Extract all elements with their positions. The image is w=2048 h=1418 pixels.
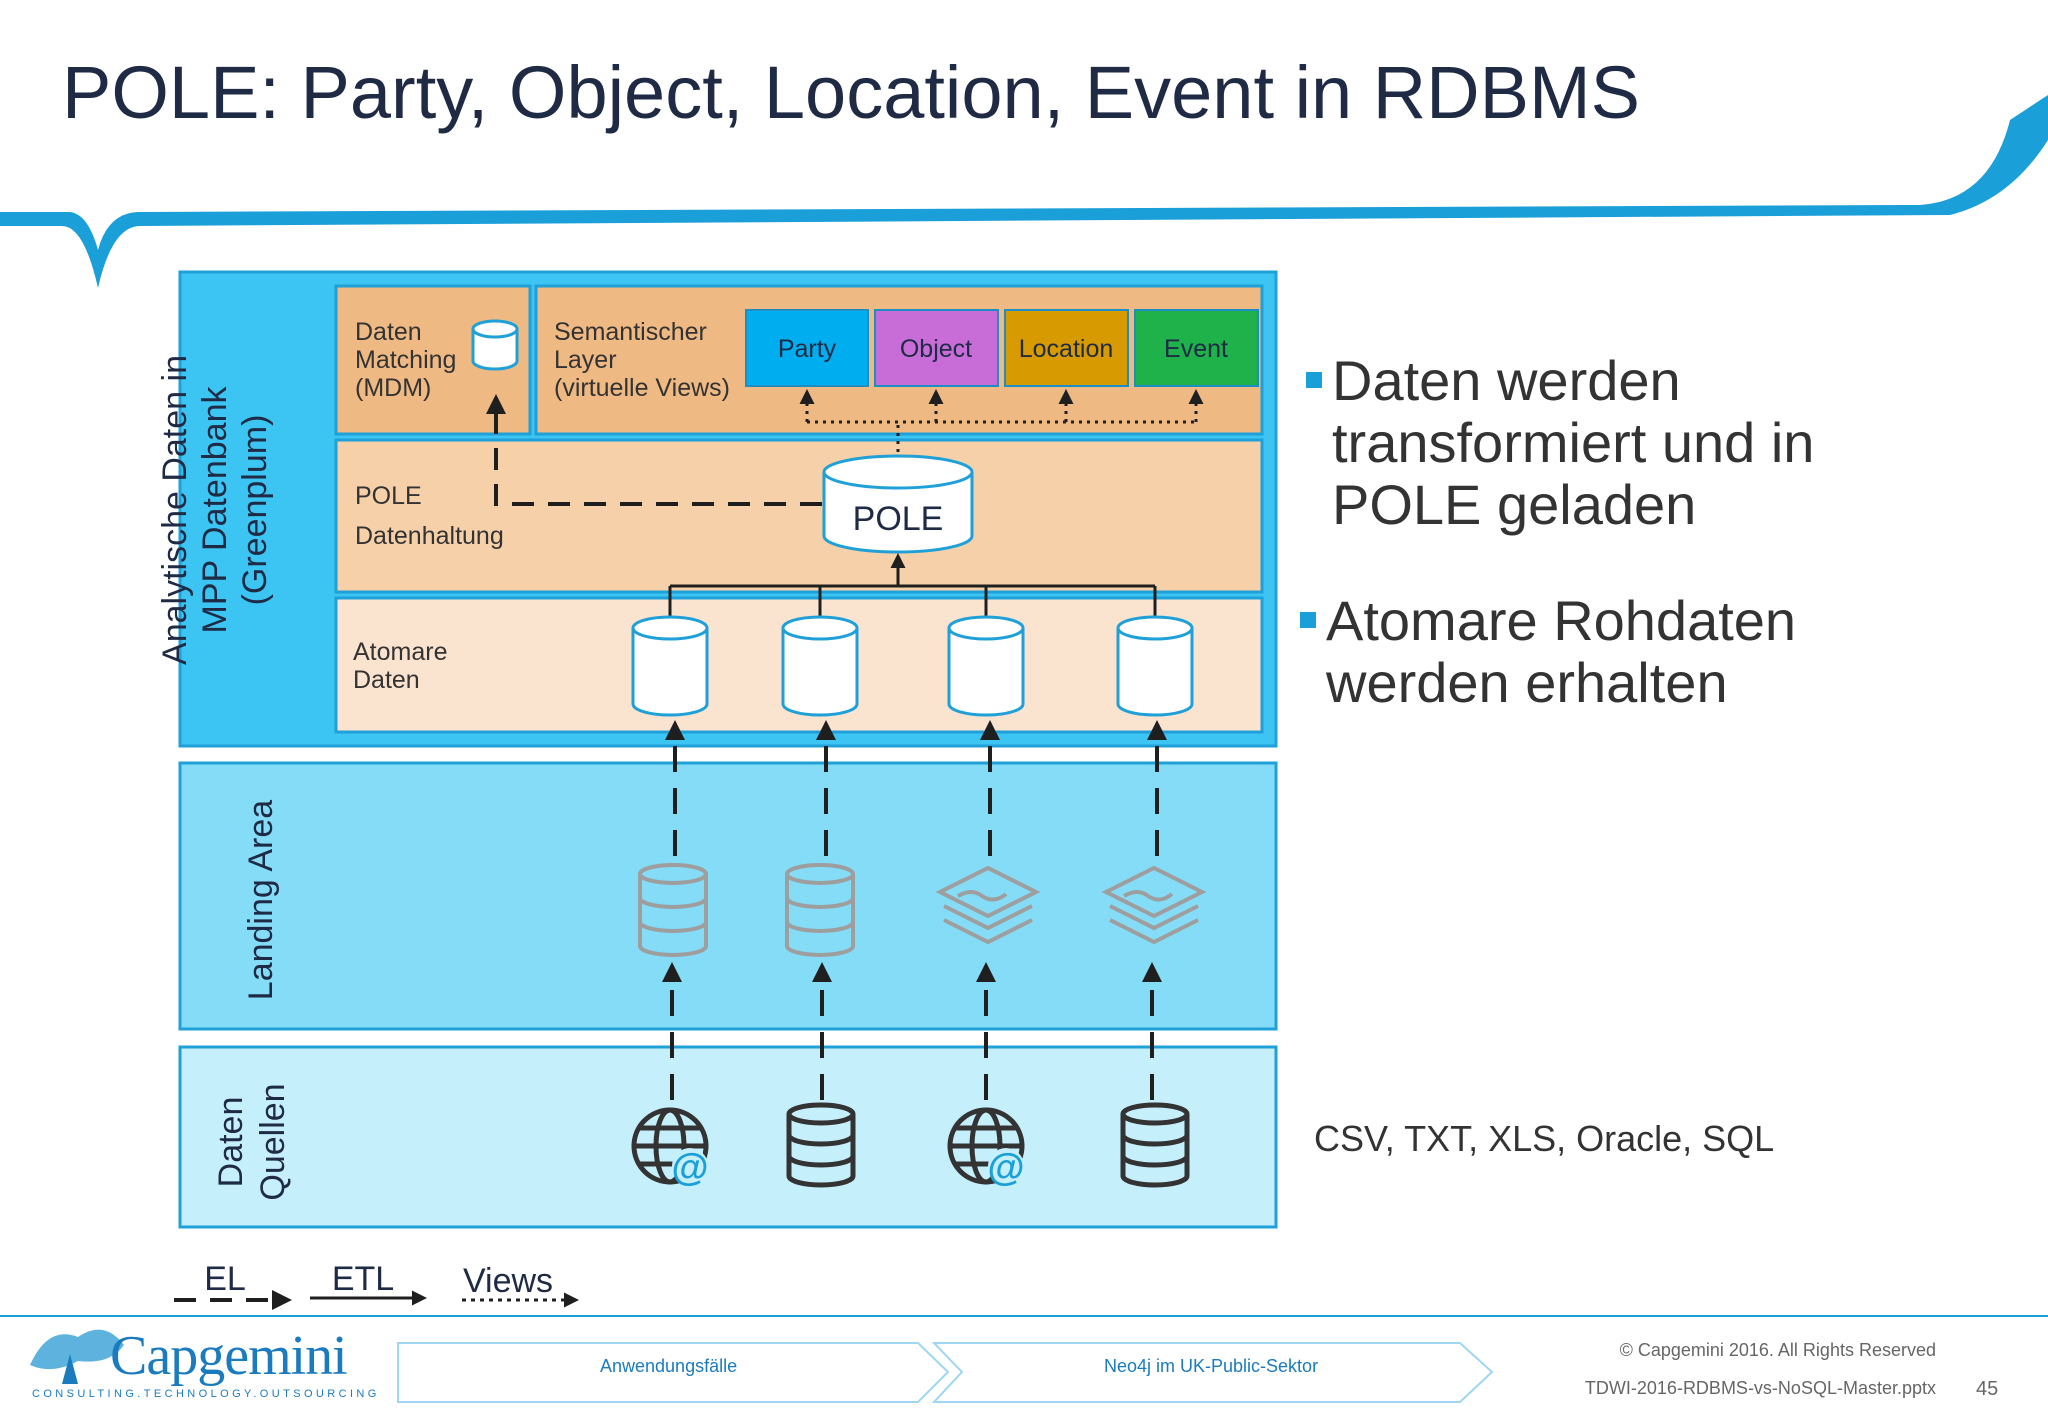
landing-database-icon: [785, 863, 855, 957]
landing-band-label: Landing Area: [242, 800, 280, 1000]
capgemini-spades-logo: [30, 1329, 124, 1384]
atomic-database-icon: [947, 615, 1025, 717]
breadcrumb-step-2[interactable]: [931, 1342, 1494, 1403]
landing-band: [178, 761, 1278, 1031]
legend-views-label: Views: [463, 1262, 553, 1300]
view-label-party: Party: [778, 335, 837, 363]
bullet-transform: Daten werden transformiert und in POLE g…: [1306, 350, 1814, 536]
page-number: 45: [1976, 1378, 1999, 1400]
el-arrows-sources: [662, 962, 1162, 1100]
bullet-marker: [1306, 372, 1322, 388]
views-connectors: [799, 389, 1204, 460]
file-name: TDWI-2016-RDBMS-vs-NoSQL-Master.pptx: [1584, 1378, 1936, 1398]
atomic-database-icon: [631, 615, 709, 717]
atomic-database-icon: [781, 615, 859, 717]
bullet-marker: [1300, 612, 1316, 628]
web-icon: [631, 1107, 709, 1185]
at-sign-icon: @: [987, 1147, 1024, 1189]
view-label-location: Location: [1019, 335, 1114, 363]
analytics-band-label: Analytische Daten inMPP Datenbank(Greenp…: [156, 355, 274, 665]
page-title: POLE: Party, Object, Location, Event in …: [62, 51, 1640, 134]
breadcrumb-step-1[interactable]: [397, 1342, 950, 1403]
pole-layer-box: [334, 438, 1264, 594]
landing-file-stack-icon: [1101, 865, 1207, 945]
mdm-connector: [486, 394, 822, 506]
view-box-party: [745, 309, 869, 387]
web-icon: [947, 1107, 1025, 1185]
el-arrows-landing: [665, 720, 1167, 856]
pole-database-icon: POLE: [822, 454, 974, 554]
copyright-text: © Capgemini 2016. All Rights Reserved: [1619, 1340, 1936, 1360]
landing-file-stack-icon: [935, 865, 1041, 945]
legend-el-label: EL: [204, 1260, 246, 1298]
view-label-object: Object: [900, 335, 972, 363]
at-sign-icon: @: [671, 1147, 708, 1189]
view-box-object: [874, 309, 999, 387]
view-label-event: Event: [1164, 335, 1228, 363]
landing-icons: [638, 863, 1207, 957]
etl-connectors: [668, 553, 1157, 620]
database-icon: [1120, 1102, 1190, 1188]
sources-band: [178, 1045, 1278, 1229]
atomic-database-icons: [631, 615, 1194, 717]
capgemini-wordmark: Capgemini: [110, 1325, 348, 1387]
breadcrumb-label-2: Neo4j im UK-Public-Sektor: [1104, 1356, 1319, 1376]
breadcrumb-label-1: Anwendungsfälle: [600, 1356, 738, 1376]
view-box-location: [1004, 309, 1129, 387]
capgemini-tagline: CONSULTING.TECHNOLOGY.OUTSOURCING: [32, 1388, 380, 1400]
bullet-raw-data: Atomare Rohdaten werden erhalten: [1300, 590, 1796, 714]
source-formats-note: CSV, TXT, XLS, Oracle, SQL: [1314, 1118, 1775, 1159]
legend: EL ETL Views: [174, 1260, 579, 1310]
view-box-event: [1134, 309, 1259, 387]
legend-etl-label: ETL: [332, 1260, 394, 1298]
landing-database-icon: [638, 863, 708, 957]
mdm-database-icon: [471, 319, 519, 371]
atomic-database-icon: [1116, 615, 1194, 717]
database-icon: [786, 1102, 856, 1188]
view-boxes: Party Object Location Event: [745, 309, 1259, 387]
pole-database-label: POLE: [853, 500, 944, 538]
